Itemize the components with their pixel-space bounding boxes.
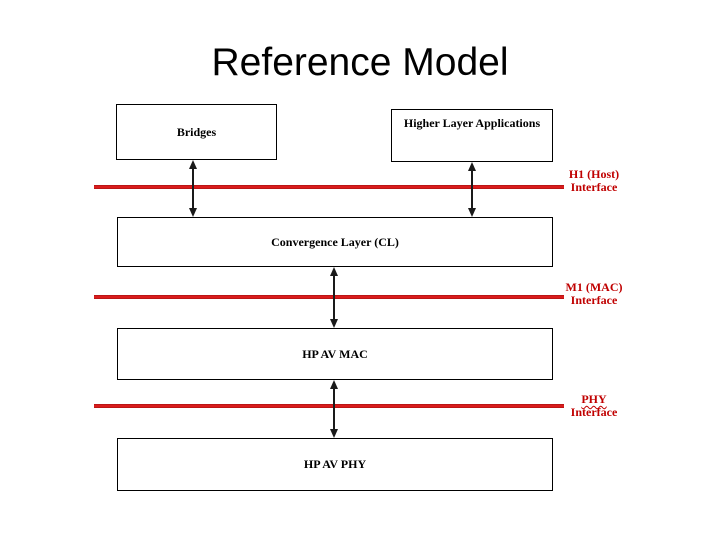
arrow-shaft — [471, 171, 473, 208]
box-higher-layer-applications: Higher Layer Applications — [391, 109, 553, 162]
h1-interface-line — [94, 185, 564, 189]
box-convergence-layer-label: Convergence Layer (CL) — [271, 234, 399, 249]
m1-interface-label-line1: M1 (MAC) — [565, 280, 623, 294]
h1-interface-label-line2: Interface — [570, 180, 618, 194]
arrow-mac-to-phy — [329, 380, 339, 438]
slide-title: Reference Model — [211, 41, 509, 84]
m1-interface-label-line2: Interface — [570, 293, 618, 307]
arrowhead-down-icon — [468, 208, 476, 217]
box-hpav-phy-label: HP AV PHY — [303, 457, 367, 471]
box-hpav-phy: HP AV PHY — [117, 438, 553, 491]
m1-interface-label: M1 (MAC) Interface — [561, 281, 627, 307]
box-higher-layer-applications-label: Higher Layer Applications — [403, 116, 541, 130]
arrowhead-up-icon — [189, 160, 197, 169]
arrowhead-up-icon — [330, 267, 338, 276]
box-bridges-label: Bridges — [176, 124, 217, 139]
h1-interface-label: H1 (Host) Interface — [561, 168, 627, 194]
arrowhead-up-icon — [330, 380, 338, 389]
arrow-shaft — [192, 169, 194, 208]
arrowhead-down-icon — [189, 208, 197, 217]
box-hpav-mac: HP AV MAC — [117, 328, 553, 380]
arrowhead-down-icon — [330, 429, 338, 438]
phy-interface-line — [94, 404, 564, 408]
box-bridges: Bridges — [116, 104, 277, 160]
box-hpav-mac-label: HP AV MAC — [302, 346, 368, 361]
arrowhead-up-icon — [468, 162, 476, 171]
phy-interface-label-line1: PHY — [581, 392, 607, 406]
phy-interface-label-line2: Interface — [570, 405, 618, 419]
arrow-bridges-to-cl — [188, 160, 198, 217]
arrow-hla-to-cl — [467, 162, 477, 217]
arrow-cl-to-mac — [329, 267, 339, 328]
box-convergence-layer: Convergence Layer (CL) — [117, 217, 553, 267]
arrow-shaft — [333, 276, 335, 319]
h1-interface-label-line1: H1 (Host) — [568, 167, 620, 181]
arrowhead-down-icon — [330, 319, 338, 328]
phy-interface-label: PHY Interface — [561, 393, 627, 419]
m1-interface-line — [94, 295, 564, 299]
arrow-shaft — [333, 389, 335, 429]
